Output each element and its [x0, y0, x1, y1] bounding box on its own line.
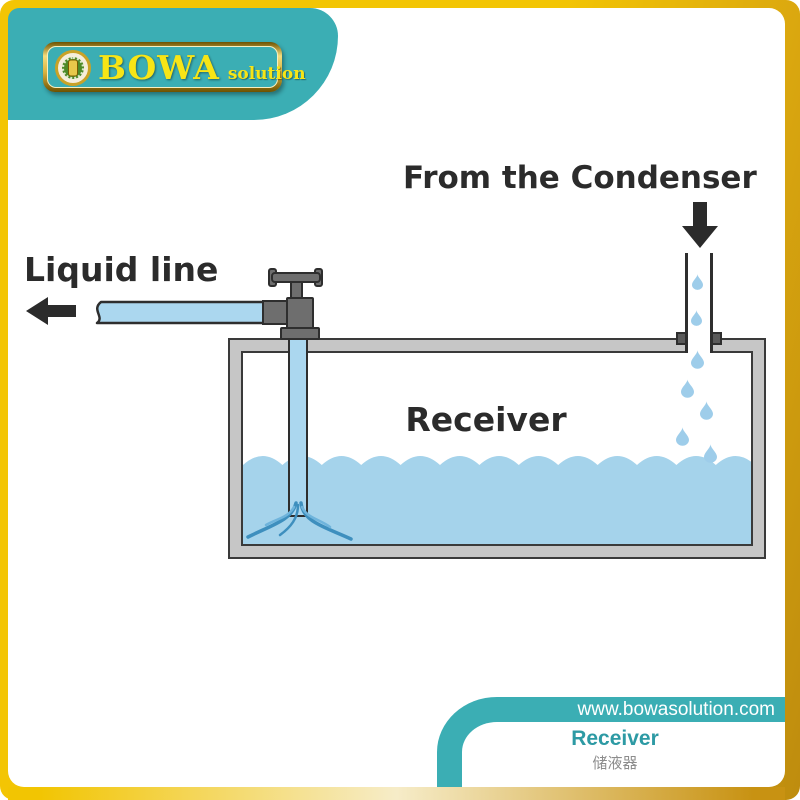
footer-title: Receiver — [571, 727, 659, 750]
bowa-logo: BOWA solution — [43, 42, 306, 92]
condenser-pipe — [685, 253, 713, 353]
label-liquid-line: Liquid line — [24, 250, 219, 289]
suction-swirl-icon — [246, 501, 353, 541]
bowa-logo-inner: BOWA solution — [47, 46, 306, 88]
water-drop-icon — [676, 427, 689, 446]
header-teal-shape: BOWA solution — [8, 8, 338, 120]
receiver-tank-interior — [241, 351, 753, 546]
bowa-emblem-icon — [55, 50, 91, 86]
website-url: www.bowasolution.com — [577, 699, 775, 720]
water-drop-icon — [681, 379, 694, 398]
bowa-emblem-core — [62, 57, 84, 79]
valve-flange — [280, 327, 320, 340]
arrow-left-icon — [26, 297, 76, 325]
water-drop-icon — [700, 401, 713, 420]
receiver-tank — [228, 338, 766, 559]
gold-frame-bottom — [8, 787, 785, 800]
liquid-line-pipe — [95, 300, 268, 325]
brand-suffix: solution — [227, 64, 306, 84]
brand-name: BOWA — [98, 48, 220, 87]
valve-inlet-arm — [262, 300, 290, 325]
water-drop-icon — [692, 274, 703, 290]
water-drop-icon — [704, 444, 717, 463]
dip-tube-pipe — [288, 332, 308, 517]
water-drop-icon — [691, 310, 702, 326]
arrow-down-icon — [682, 202, 718, 248]
footer-subtitle-chinese: 储液器 — [592, 755, 638, 772]
water-drop-icon — [691, 350, 704, 369]
tank-label: Receiver — [405, 400, 567, 439]
bowa-emblem-knob — [68, 59, 78, 77]
footer-website-bar: www.bowasolution.com — [500, 697, 785, 722]
liquid-surface — [243, 456, 751, 544]
label-from-condenser: From the Condenser — [403, 160, 757, 196]
